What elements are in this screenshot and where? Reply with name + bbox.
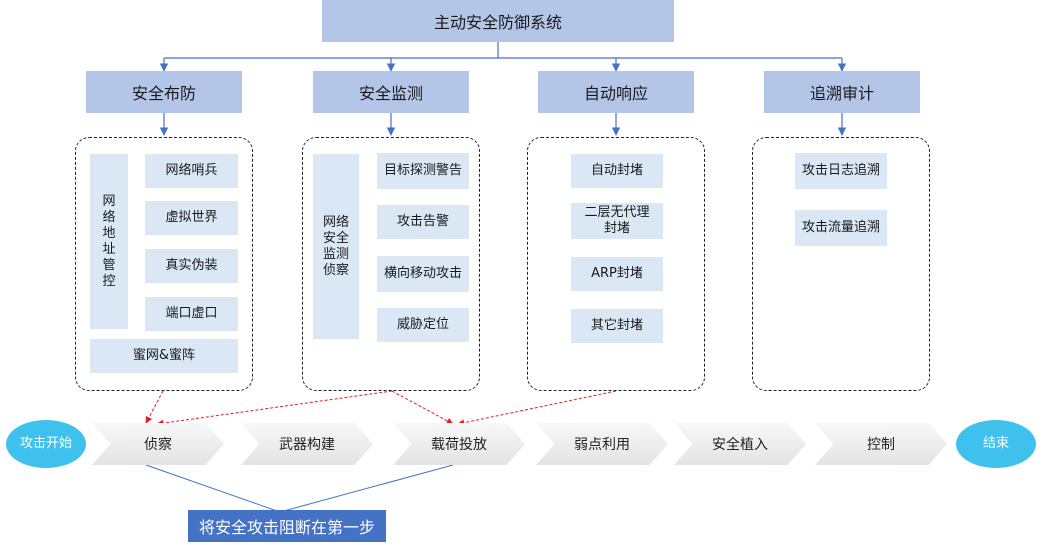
stage-weaponize-label: 武器构建 xyxy=(279,437,335,453)
deploy-side-label-text: 网络地址管控 xyxy=(102,193,116,289)
monitor-item-3: 横向移动攻击 xyxy=(377,256,469,292)
group-response xyxy=(527,137,705,391)
end-oval: 结束 xyxy=(956,420,1036,468)
stage-install: 安全植入 xyxy=(674,423,806,465)
group-audit xyxy=(752,137,930,391)
response-item-4: 其它封堵 xyxy=(571,309,663,343)
monitor-item-2: 攻击告警 xyxy=(377,205,469,239)
group-deploy xyxy=(75,137,253,391)
stage-recon-label: 侦察 xyxy=(144,437,172,453)
result-banner: 将安全攻击阻断在第一步 xyxy=(188,510,386,542)
start-oval: 攻击开始 xyxy=(6,420,86,468)
audit-item-1: 攻击日志追溯 xyxy=(795,153,887,189)
stage-weaponize: 武器构建 xyxy=(241,423,373,465)
alert-arrow-2 xyxy=(156,390,393,427)
deploy-bottom-item: 蜜网&蜜阵 xyxy=(90,339,238,373)
deploy-item-2: 虚拟世界 xyxy=(145,201,238,235)
system-title: 主动安全防御系统 xyxy=(322,0,674,42)
category-header-monitor: 安全监测 xyxy=(313,71,469,113)
response-item-1: 自动封堵 xyxy=(571,154,663,188)
group-monitor xyxy=(302,137,480,391)
stage-delivery-label: 载荷投放 xyxy=(431,437,487,453)
result-line-2 xyxy=(279,464,454,513)
alert-arrow-3 xyxy=(391,390,454,425)
response-item-3: ARP封堵 xyxy=(571,257,663,291)
stage-delivery: 载荷投放 xyxy=(393,423,525,465)
category-header-audit: 追溯审计 xyxy=(764,71,920,113)
stage-recon: 侦察 xyxy=(92,423,224,465)
monitor-item-1: 目标探测警告 xyxy=(377,153,469,189)
stage-exploit: 弱点利用 xyxy=(536,423,668,465)
start-oval-text: 攻击开始 xyxy=(20,436,73,451)
monitor-side-label: 网络安全监测侦察 xyxy=(313,154,359,339)
alert-arrow-4 xyxy=(457,390,617,427)
end-oval-text: 结束 xyxy=(982,436,1009,451)
stage-control-label: 控制 xyxy=(867,437,895,453)
response-item-2: 二层无代理封堵 xyxy=(571,203,663,239)
category-header-response: 自动响应 xyxy=(538,71,694,113)
result-line-1 xyxy=(145,464,281,513)
stage-control: 控制 xyxy=(815,423,947,465)
deploy-item-1: 网络哨兵 xyxy=(145,154,238,188)
category-header-deploy: 安全布防 xyxy=(86,71,242,113)
deploy-item-3: 真实伪装 xyxy=(145,249,238,283)
monitor-side-label-text: 网络安全监测侦察 xyxy=(322,214,349,278)
stage-install-label: 安全植入 xyxy=(712,437,768,453)
stage-exploit-label: 弱点利用 xyxy=(574,437,630,453)
deploy-side-label: 网络地址管控 xyxy=(90,154,128,329)
alert-arrow-1 xyxy=(145,390,164,424)
deploy-item-4: 端口虚口 xyxy=(145,297,238,331)
audit-item-2: 攻击流量追溯 xyxy=(795,210,887,246)
monitor-item-4: 威胁定位 xyxy=(377,308,469,342)
